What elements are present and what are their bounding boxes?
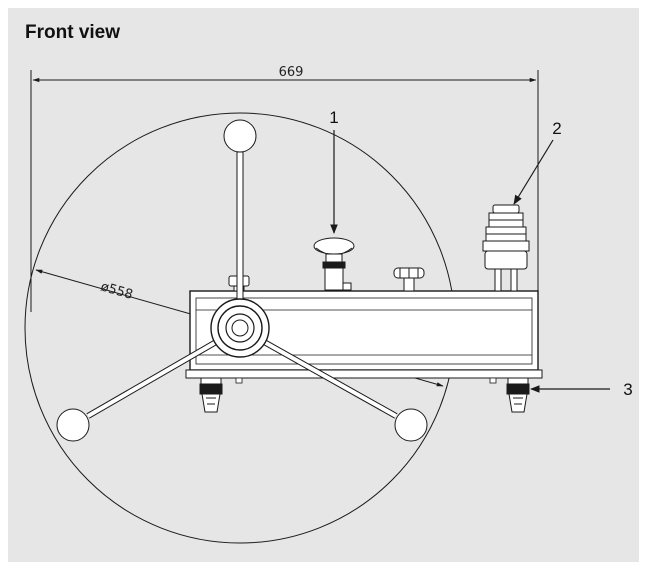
width-dimension	[30, 70, 539, 312]
figure-panel	[8, 8, 639, 562]
callout-3-label: 3	[623, 380, 632, 399]
test-connection	[482, 204, 530, 292]
width-dimension-label: 669	[279, 65, 304, 80]
foot-right	[506, 377, 530, 413]
star-knob	[393, 267, 425, 292]
pressure-valve	[313, 237, 355, 291]
diameter-dimension-label: ø558	[99, 279, 135, 302]
callout-1-label: 1	[329, 108, 338, 127]
callout-2-label: 2	[552, 119, 561, 138]
callout-leaders	[330, 130, 610, 393]
foot-left	[199, 377, 223, 413]
handwheel	[56, 119, 428, 442]
figure-title: Front view	[25, 22, 121, 43]
